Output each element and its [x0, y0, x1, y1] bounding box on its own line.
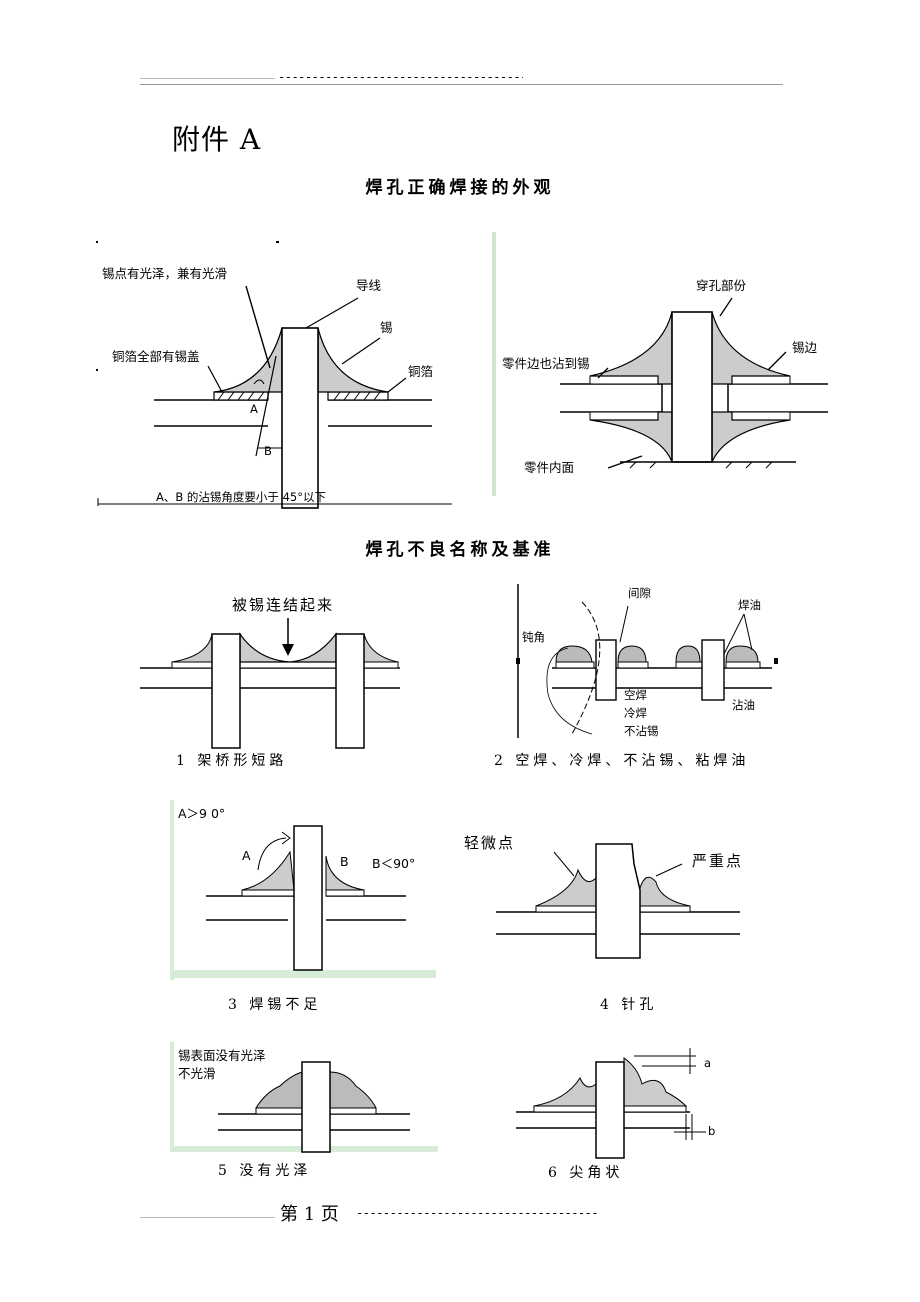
figure-correct-left-drawing — [96, 241, 452, 509]
figure-insufficient: A＞9 0° A B B＜90° 3 焊锡不足 — [170, 800, 438, 1015]
label-a-greater: A＞9 0° — [178, 806, 226, 821]
label-copper-covered: 铜箔全部有锡盖 — [112, 349, 200, 364]
label-cold: 冷焊 — [624, 706, 647, 720]
label-edge-tin: 零件边也沾到锡 — [502, 356, 590, 371]
caption-fig4: 4 针孔 — [600, 997, 658, 1013]
figure-spike: a b 6 尖角状 — [510, 1048, 750, 1182]
figure-pinhole: 轻微点 严重点 4 针孔 — [460, 830, 780, 1015]
figure-correct-right-drawing — [560, 297, 828, 469]
figure-bridge: 被锡连结起来 1 架桥形短路 — [140, 590, 400, 769]
caption-fig2: 2 空焊、冷焊、不沾锡、粘焊油 — [494, 753, 750, 769]
figure-correct-left: 锡点有光泽，兼有光滑 导线 锡 铜箔全部有锡盖 铜箔 A B A、B 的沾锡角度… — [96, 236, 456, 509]
page-title: 附件 A — [172, 123, 262, 156]
label-angle-a: A — [250, 402, 258, 416]
figure-cold-joint: 间隙 焊油 钝角 空焊 冷焊 不沾锡 沾油 2 空焊、冷焊、不沾锡、粘焊油 — [494, 584, 792, 774]
label-rough: 不光滑 — [178, 1066, 216, 1081]
label-b-less: B＜90° — [372, 856, 416, 871]
label-bridged: 被锡连结起来 — [232, 596, 335, 614]
label-tin-edge: 锡边 — [792, 340, 818, 355]
footer-page-label: 第 1 页 — [280, 1204, 339, 1225]
label-hole-part: 穿孔部份 — [696, 278, 747, 293]
footer-dashes: ----------------------------------------… — [356, 1206, 598, 1220]
label-slight: 轻微点 — [464, 834, 516, 852]
figure-cold-joint-drawing — [516, 584, 778, 738]
label-empty: 空焊 — [624, 688, 647, 702]
figure-spike-drawing — [516, 1048, 706, 1159]
label-angle-b: B — [264, 444, 272, 458]
label-spike-b: b — [708, 1124, 716, 1138]
caption-fig3: 3 焊锡不足 — [228, 997, 322, 1013]
label-gap: 间隙 — [628, 586, 651, 600]
figure-insufficient-border-bottom — [170, 970, 436, 978]
label-severe: 严重点 — [692, 852, 744, 870]
figure-insufficient-drawing — [206, 825, 406, 971]
caption-fig1: 1 架桥形短路 — [176, 753, 288, 769]
figure-insufficient-border-left — [170, 800, 174, 980]
label-inner: 零件内面 — [524, 460, 575, 475]
figure-divider — [492, 232, 496, 496]
caption-angle: A、B 的沾锡角度要小于 45°以下 — [156, 490, 326, 504]
caption-fig5: 5 没有光泽 — [218, 1163, 312, 1179]
figure-bridge-drawing — [140, 618, 400, 749]
label-lead: 导线 — [356, 278, 382, 293]
label-angle-a-fig3: A — [242, 848, 251, 863]
label-oil-stick: 沾油 — [732, 698, 755, 712]
figure-correct-right: 穿孔部份 零件边也沾到锡 锡边 零件内面 — [500, 270, 840, 480]
section-title-correct: 焊孔正确焊接的外观 — [365, 178, 555, 198]
label-nostick: 不沾锡 — [624, 724, 659, 738]
header-rule — [140, 84, 783, 85]
label-spike-a: a — [704, 1056, 712, 1070]
label-oil: 焊油 — [738, 598, 761, 612]
label-glossy: 锡点有光泽，兼有光滑 — [102, 266, 228, 281]
caption-fig6: 6 尖角状 — [548, 1165, 624, 1181]
footer-rule-short — [140, 1217, 275, 1218]
header-dashes: ----------------------------------------… — [278, 70, 523, 84]
label-tin: 锡 — [380, 320, 393, 335]
figure-pinhole-drawing — [496, 843, 740, 959]
section-title-defects: 焊孔不良名称及基准 — [365, 540, 555, 560]
figure-dull: 锡表面没有光泽 不光滑 5 没有光泽 — [170, 1042, 440, 1182]
label-surface-dull: 锡表面没有光泽 — [178, 1048, 266, 1063]
label-angle-b-fig3: B — [340, 854, 349, 869]
label-copper: 铜箔 — [408, 364, 434, 379]
figure-dull-border-left — [170, 1042, 174, 1152]
header-rule-short — [140, 78, 275, 79]
figure-dull-drawing — [218, 1061, 410, 1153]
label-blunt: 钝角 — [522, 630, 545, 644]
